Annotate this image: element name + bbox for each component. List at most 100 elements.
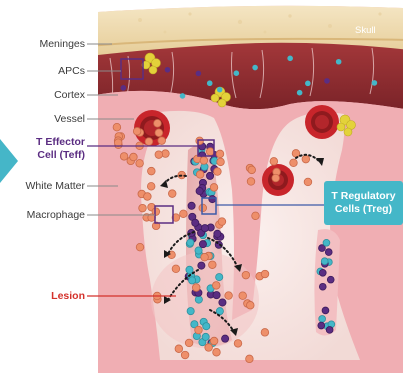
macrophage-cell bbox=[145, 138, 153, 146]
macrophage-cell bbox=[148, 167, 156, 175]
teff-cell bbox=[201, 225, 208, 232]
macrophage-cell bbox=[304, 178, 312, 186]
treg-cell bbox=[195, 247, 202, 254]
macrophage-cell bbox=[261, 270, 269, 278]
skull-label: Skull bbox=[355, 25, 376, 36]
treg-cell bbox=[323, 239, 330, 246]
teff-cell bbox=[327, 276, 334, 283]
macrophage-cell bbox=[216, 150, 224, 158]
macrophage-cell bbox=[209, 261, 217, 269]
treg-cell bbox=[287, 56, 293, 62]
macrophage-cell bbox=[155, 129, 163, 137]
apcs-label: APCs bbox=[58, 65, 85, 77]
treg-cell bbox=[216, 273, 223, 280]
macrophage-cell bbox=[242, 271, 250, 279]
teff-cell bbox=[121, 85, 127, 91]
macrophage-cell bbox=[272, 174, 280, 182]
teff-cell bbox=[213, 292, 220, 299]
treg-cell bbox=[203, 323, 210, 330]
macrophage-cell bbox=[206, 148, 214, 156]
macrophage-cell bbox=[113, 123, 121, 131]
white-matter-label: White Matter bbox=[25, 180, 85, 192]
macrophage-cell bbox=[114, 139, 122, 147]
teff-cell bbox=[319, 283, 326, 290]
macrophage-cell bbox=[136, 159, 144, 167]
teff-cell bbox=[192, 219, 199, 226]
teff-cell bbox=[198, 262, 205, 269]
treg-cell bbox=[186, 266, 193, 273]
macrophage-cell bbox=[200, 157, 208, 165]
treg-cell bbox=[336, 59, 342, 65]
macrophage-cell bbox=[212, 282, 220, 290]
teff-cell bbox=[206, 172, 213, 179]
macrophage-cell bbox=[201, 253, 209, 261]
macrophage-cell bbox=[196, 171, 204, 179]
macrophage-cell bbox=[139, 204, 147, 212]
macrophage-cell bbox=[168, 190, 176, 198]
macrophage-cell bbox=[120, 153, 128, 161]
macrophage-cell bbox=[218, 218, 226, 226]
treg-cell bbox=[202, 333, 209, 340]
macrophage-cell bbox=[210, 184, 218, 192]
macrophage-cell bbox=[181, 351, 189, 359]
macrophage-cell bbox=[175, 345, 183, 353]
treg-cell bbox=[195, 296, 202, 303]
macrophage-cell bbox=[136, 243, 144, 251]
treg-label-box: T Regulatory Cells (Treg) bbox=[324, 181, 403, 225]
macrophage-cell bbox=[199, 204, 207, 212]
macrophage-cell bbox=[225, 292, 233, 300]
macrophage-cell bbox=[185, 339, 193, 347]
teff-label-line1: T Effector bbox=[36, 136, 85, 149]
macrophage-cell bbox=[172, 265, 180, 273]
teff-cell bbox=[326, 326, 333, 333]
teff-cell bbox=[219, 299, 226, 306]
teff-label: T Effector Cell (Teff) bbox=[36, 136, 85, 162]
treg-cell bbox=[297, 90, 303, 96]
treg-cell bbox=[234, 70, 240, 76]
macrophage-cell bbox=[246, 301, 254, 309]
macrophage-cell bbox=[261, 329, 269, 337]
macrophage-cell bbox=[158, 137, 166, 145]
teff-label-line2: Cell (Teff) bbox=[36, 149, 85, 162]
macrophage-cell bbox=[130, 153, 138, 161]
macrophage-cell bbox=[154, 120, 162, 128]
cortex-label: Cortex bbox=[54, 89, 85, 101]
macrophage-cell bbox=[248, 166, 256, 174]
lesion-label: Lesion bbox=[51, 290, 85, 302]
macrophage-cell bbox=[247, 178, 255, 186]
macrophage-cell bbox=[302, 155, 310, 163]
macrophage-cell bbox=[270, 158, 278, 166]
macrophage-cell bbox=[290, 159, 298, 167]
teff-cell bbox=[209, 195, 216, 202]
treg-cell bbox=[180, 93, 186, 99]
macrophage-cell bbox=[144, 193, 152, 201]
treg-cell bbox=[252, 65, 258, 71]
macrophage-cell bbox=[252, 212, 260, 220]
macrophage-cell bbox=[246, 355, 254, 363]
treg-cell bbox=[321, 258, 328, 265]
teff-cell bbox=[322, 307, 329, 314]
teff-cell bbox=[199, 241, 206, 248]
macrophage-cell bbox=[195, 326, 203, 334]
treg-cell bbox=[216, 308, 223, 315]
meninges-label: Meninges bbox=[39, 38, 85, 50]
macrophage-cell bbox=[192, 284, 200, 292]
macrophage-cell bbox=[292, 150, 300, 158]
macrophage-cell bbox=[213, 348, 221, 356]
macrophage-cell bbox=[214, 168, 222, 176]
teff-cell bbox=[196, 71, 202, 77]
macrophage-cell bbox=[155, 151, 163, 159]
treg-cell bbox=[372, 80, 378, 86]
teff-cell bbox=[319, 269, 326, 276]
treg-cell bbox=[187, 308, 194, 315]
teff-cell bbox=[222, 335, 229, 342]
treg-label-line1: T Regulatory bbox=[324, 190, 403, 203]
macrophage-label: Macrophage bbox=[27, 209, 85, 221]
macrophage-cell bbox=[217, 158, 225, 166]
macrophage-cell bbox=[210, 337, 218, 345]
macrophage-cell bbox=[239, 292, 247, 300]
macrophage-cell bbox=[180, 210, 188, 218]
vessel-label: Vessel bbox=[54, 113, 85, 125]
treg-cell bbox=[188, 277, 195, 284]
